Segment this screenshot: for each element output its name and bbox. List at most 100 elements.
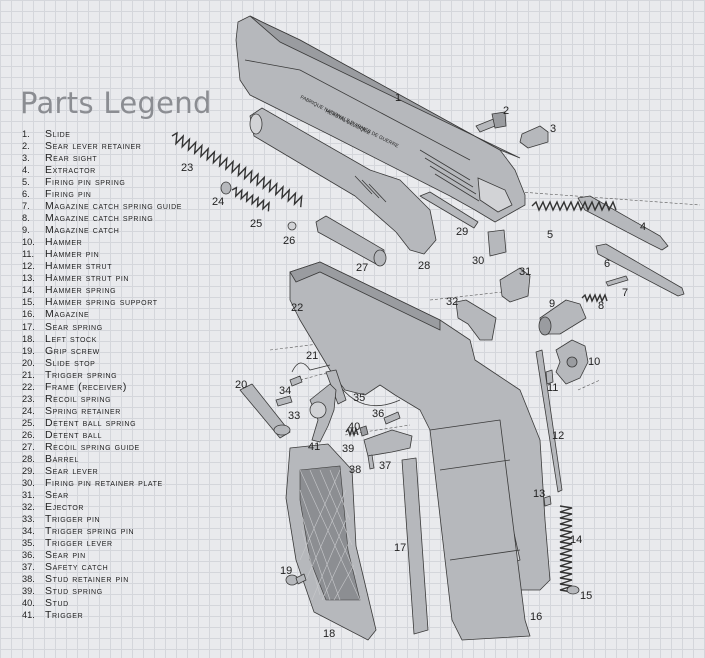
legend-item-name: Magazine catch spring guide [45,200,183,213]
legend-item-name: Sear pin [45,549,86,562]
legend-item-number: 29. [22,465,35,476]
part-trigger [309,383,337,443]
callout-7: 7 [622,287,628,299]
legend-item-name: Magazine catch spring [45,212,154,225]
legend-item: 37. Safety catch [22,561,182,573]
callout-38: 38 [349,464,361,476]
legend-item-name: Trigger lever [45,537,113,550]
part-hammer-spring [559,505,573,593]
legend-item: 33.Trigger pin [22,513,182,525]
callout-40: 40 [348,421,360,433]
legend-item-number: 36. [22,550,35,561]
legend-item-number: 20. [22,357,35,368]
callout-23: 23 [181,162,193,174]
callout-29: 29 [456,226,468,238]
callout-9: 9 [549,298,555,310]
legend-item: 14.Hammer spring [22,284,182,296]
legend-item-name: Extractor [45,164,96,177]
callout-6: 6 [604,258,610,270]
legend-item: 20.Slide stop [22,357,182,369]
part-extractor [577,195,669,251]
legend-item-name: Recoil spring guide [45,440,140,453]
legend-item-number: 12. [22,261,35,272]
callout-35: 35 [353,392,365,404]
legend-item-number: 2. [22,141,30,152]
legend-item-number: 32. [22,501,35,512]
part-magazine-catch [538,299,587,336]
legend-item-name: Trigger pin [45,513,101,525]
legend-item-number: 5. [22,177,30,188]
legend-item: 27.Recoil spring guide [22,441,182,453]
legend-item-name: Left stock [45,332,97,345]
callout-33: 33 [288,410,300,422]
callout-5: 5 [547,229,553,241]
part-hammer-strut-pin [543,495,552,507]
legend-item-number: 9. [22,225,30,236]
legend-item-number: 30. [22,477,35,488]
callout-20: 20 [235,379,247,391]
legend-item-name: Spring retainer [45,404,121,417]
legend-item-number: 37. [22,562,35,573]
legend-item-number: 28. [22,453,35,464]
callout-1: 1 [395,92,401,104]
part-grip-screw [285,573,307,586]
part-trigger-spring [291,362,331,373]
legend-item-number: 8. [22,213,30,224]
legend-item-name: Safety catch [45,561,109,574]
legend-item-name: Hammer spring [45,284,117,297]
callout-18: 18 [323,628,335,640]
legend-item-number: 38. [22,574,35,585]
part-ejector [455,299,497,341]
legend-item: 5.Firing pin spring [22,176,182,188]
part-firing-pin-spring [531,200,617,212]
part-magazine [429,419,531,641]
legend-item-name: Rear sight [45,152,98,165]
legend-item-name: Sear lever [45,464,99,477]
legend-item: 15.Hammer spring support [22,296,182,308]
legend-item-number: 31. [22,489,35,500]
part-firing-pin [595,243,685,297]
part-barrel [249,107,437,255]
legend-item-number: 22. [22,381,35,392]
legend-item-number: 39. [22,586,35,597]
legend-item-name: Firing pin retainer plate [45,476,163,489]
legend-item: 6.Firing pin [22,188,182,200]
legend-item-name: Firing pin [45,188,92,201]
part-stud [359,425,369,437]
part-hammer [555,339,589,385]
callout-28: 28 [418,260,430,272]
callout-30: 30 [472,255,484,267]
part-sear [499,267,531,303]
legend-item: 7. Magazine catch spring guide [22,200,182,212]
part-firing-pin-retainer-plate [487,229,507,257]
part-hammer-strut [535,349,563,493]
part-sear-spring [401,457,429,635]
legend-item-name: Ejector [45,500,85,513]
legend-item-name: Detent ball [45,428,103,441]
callout-19: 19 [280,565,292,577]
legend-item-number: 35. [22,538,35,549]
legend-item-number: 15. [22,297,35,308]
callout-4: 4 [640,221,646,233]
callout-15: 15 [580,590,592,602]
callout-16: 16 [530,611,542,623]
legend-item: 32. Ejector [22,501,182,513]
legend-item-name: Barrel [45,452,79,465]
callout-2: 2 [503,105,509,117]
legend-item-name: Trigger spring pin [45,525,135,538]
legend-item: 40.Stud [22,597,182,609]
legend-item-number: 40. [22,598,35,609]
callout-26: 26 [283,235,295,247]
legend-item-name: Slide [45,128,71,140]
legend-item: 4.Extractor [22,164,182,176]
legend-item-name: Trigger [45,609,84,622]
legend-item: 17.Sear spring [22,321,182,333]
legend-item: 34.Trigger spring pin [22,525,182,537]
legend-item: 23.Recoil spring [22,393,182,405]
part-slide-stop [239,383,291,439]
legend-item-name: Hammer strut pin [45,272,130,285]
legend-item: 22.Frame (receiver) [22,381,182,393]
part-detent-ball [287,221,297,231]
legend-item-number: 7. [22,201,30,212]
